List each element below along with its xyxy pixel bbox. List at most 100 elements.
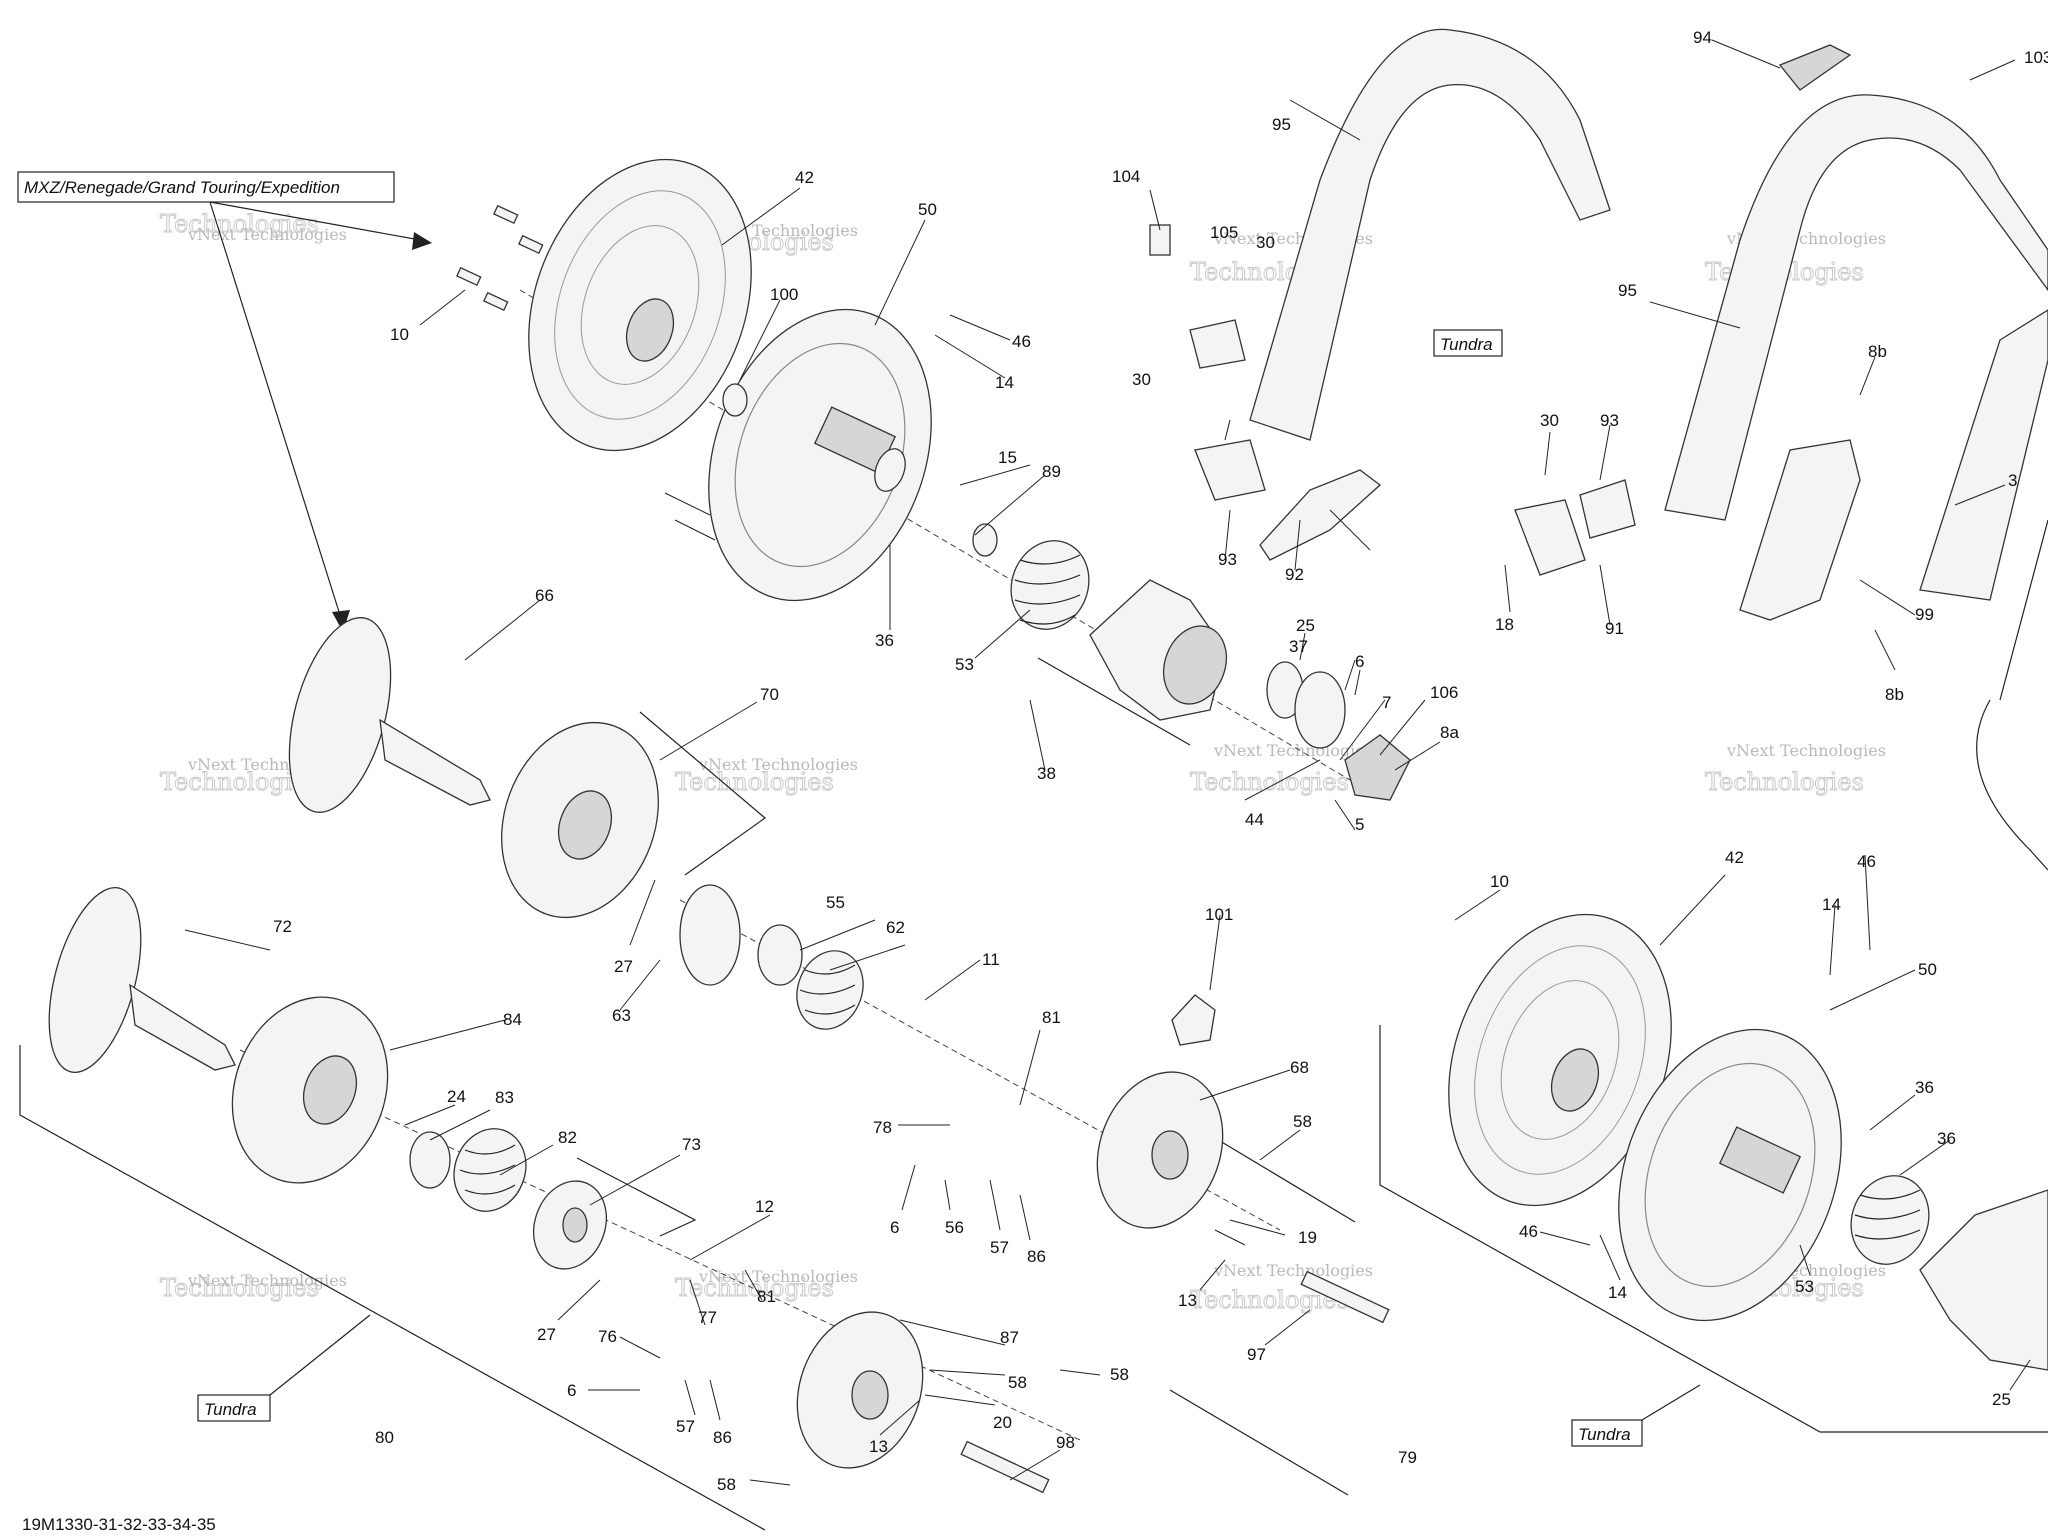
callout: 92 [1285,565,1304,584]
watermark-small: vNext Technologies [1213,741,1373,760]
callout: 68 [1290,1058,1309,1077]
callout: 76 [598,1327,617,1346]
cover-101 [1171,994,1216,1046]
callout: 95 [1272,115,1291,134]
callout: 46 [1519,1222,1538,1241]
callout: 55 [826,893,845,912]
cam-87 [796,1311,924,1469]
spider-70 [501,721,659,919]
callout: 86 [1027,1247,1046,1266]
callout: 3 [2008,471,2017,490]
callout: 103 [2024,48,2048,67]
callout: 25 [1296,616,1315,635]
watermark-small: vNext Technologies [187,225,347,244]
callout: 12 [755,1197,774,1216]
callout: 83 [495,1088,514,1107]
callout: 57 [676,1417,695,1436]
callout: 14 [1608,1283,1627,1302]
watermark-large: Technologies [1705,768,1864,796]
callout: 78 [873,1118,892,1137]
watermarks: Technologies vNext Technologies Technolo… [160,210,1886,1315]
callout: 30 [1540,411,1559,430]
callout: 95 [1618,281,1637,300]
callout: 38 [1037,764,1056,783]
callout: 30 [1132,370,1151,389]
callout: 56 [945,1218,964,1237]
movable-sheave-50 [708,308,932,602]
callout: 98 [1056,1433,1075,1452]
callout: 58 [1008,1373,1027,1392]
callout: 104 [1112,167,1140,186]
callout: 99 [1915,605,1934,624]
spring-82 [453,1128,527,1212]
callout: 37 [1289,637,1308,656]
callout: 13 [1178,1291,1197,1310]
callout: 24 [447,1087,466,1106]
cam-assembly-38 [1089,579,1227,721]
callout: 14 [1822,895,1841,914]
belt-guard-edge [1919,309,2048,601]
watermark-small: vNext Technologies [698,1267,858,1286]
callout: 11 [982,950,1000,969]
callout: 53 [955,655,974,674]
plate-99 [1739,439,1861,621]
variant-box: Tundra [197,1314,371,1422]
callout: 94 [1693,28,1712,47]
callout: 6 [890,1218,899,1237]
spring-62 [796,950,864,1030]
callout: 53 [1795,1277,1814,1296]
model-header-box: MXZ/Renegade/Grand Touring/Expedition [17,171,432,632]
bracket-44 [1344,734,1411,801]
spring-53b [1850,1175,1930,1265]
callout: 66 [535,586,554,605]
clip-105 [1189,319,1246,369]
watermark-small: vNext Technologies [1726,741,1886,760]
spider-73 [533,1180,607,1270]
callout-numbers: 10 42 50 100 46 14 15 89 36 53 104 105 3… [273,28,2048,1494]
callout: 70 [760,685,779,704]
housing-84 [231,996,389,1184]
bolt-97 [1300,1270,1390,1324]
callout: 20 [993,1413,1012,1432]
callout: 15 [998,448,1017,467]
callout: 97 [1247,1345,1266,1364]
callout: 6 [1355,652,1364,671]
leader-lines [184,39,2031,1486]
variant-label: Tundra [204,1400,257,1419]
callout: 58 [1293,1112,1312,1131]
bracket-92 [1259,469,1382,561]
plate-63 [679,884,741,986]
belt-edge [1976,519,2048,871]
watermark-small: vNext Technologies [1213,1261,1373,1280]
callout: 72 [273,917,292,936]
callout: 19 [1298,1228,1317,1247]
callout: 46 [1012,332,1031,351]
callout: 13 [869,1437,888,1456]
watermark-large: Technologies [160,1274,319,1302]
callout: 27 [537,1325,556,1344]
callout: 50 [918,200,937,219]
fixed-sheave-42 [528,158,752,452]
callout: 89 [1042,462,1061,481]
callout: 42 [1725,848,1744,867]
model-header-text: MXZ/Renegade/Grand Touring/Expedition [24,178,340,197]
belt-guard-95-right [1664,94,2048,521]
spring-53 [1010,540,1090,630]
callout: 36 [1937,1129,1956,1148]
callout: 7 [1382,693,1391,712]
bushing-55 [757,924,803,986]
callout: 36 [875,631,894,650]
variant-label: Tundra [1440,335,1493,354]
fixed-sheave-72 [48,887,236,1073]
callout: 63 [612,1006,631,1025]
watermark-small: vNext Technologies [187,1271,347,1290]
bolts-10 [456,204,544,312]
callout: 79 [1398,1448,1417,1467]
callout: 27 [614,957,633,976]
callout: 42 [795,168,814,187]
callout: 91 [1605,619,1624,638]
callout: 14 [995,373,1014,392]
group-brackets [19,657,2048,1531]
shim-37 [1294,671,1346,749]
